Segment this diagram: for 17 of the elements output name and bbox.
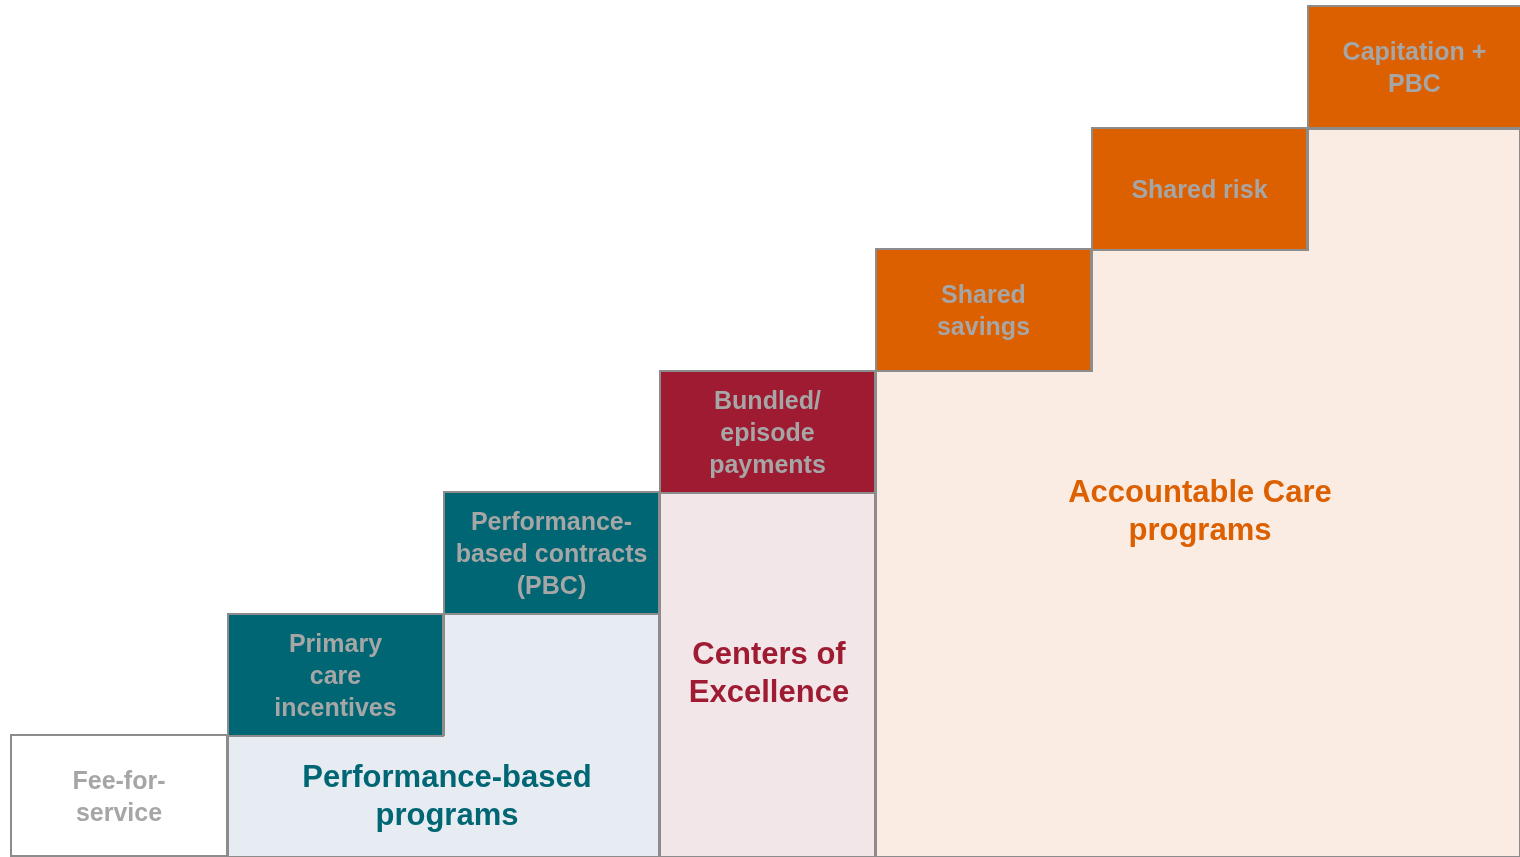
band-label: Accountable Care programs: [1067, 473, 1333, 549]
step-label: Capitation + PBC: [1341, 36, 1488, 99]
step-label: Shared risk: [1130, 174, 1269, 205]
step-label: Bundled/ episode payments: [708, 385, 827, 480]
step-box: [1091, 127, 1308, 251]
step-box: [875, 248, 1092, 372]
step-label: Fee-for-service: [71, 764, 167, 828]
band-label: Centers of Excellence: [687, 635, 851, 711]
step-box: [1307, 5, 1520, 129]
step-box: [10, 734, 228, 857]
step-label: Primary care incentives: [273, 628, 398, 723]
band-label: Performance-based programs: [301, 758, 593, 834]
step-box: [659, 370, 876, 494]
step-box: [443, 491, 660, 615]
step-box: [227, 613, 444, 737]
step-label: Performance-based contracts (PBC): [454, 506, 649, 601]
step-label: Shared savings: [935, 279, 1032, 342]
